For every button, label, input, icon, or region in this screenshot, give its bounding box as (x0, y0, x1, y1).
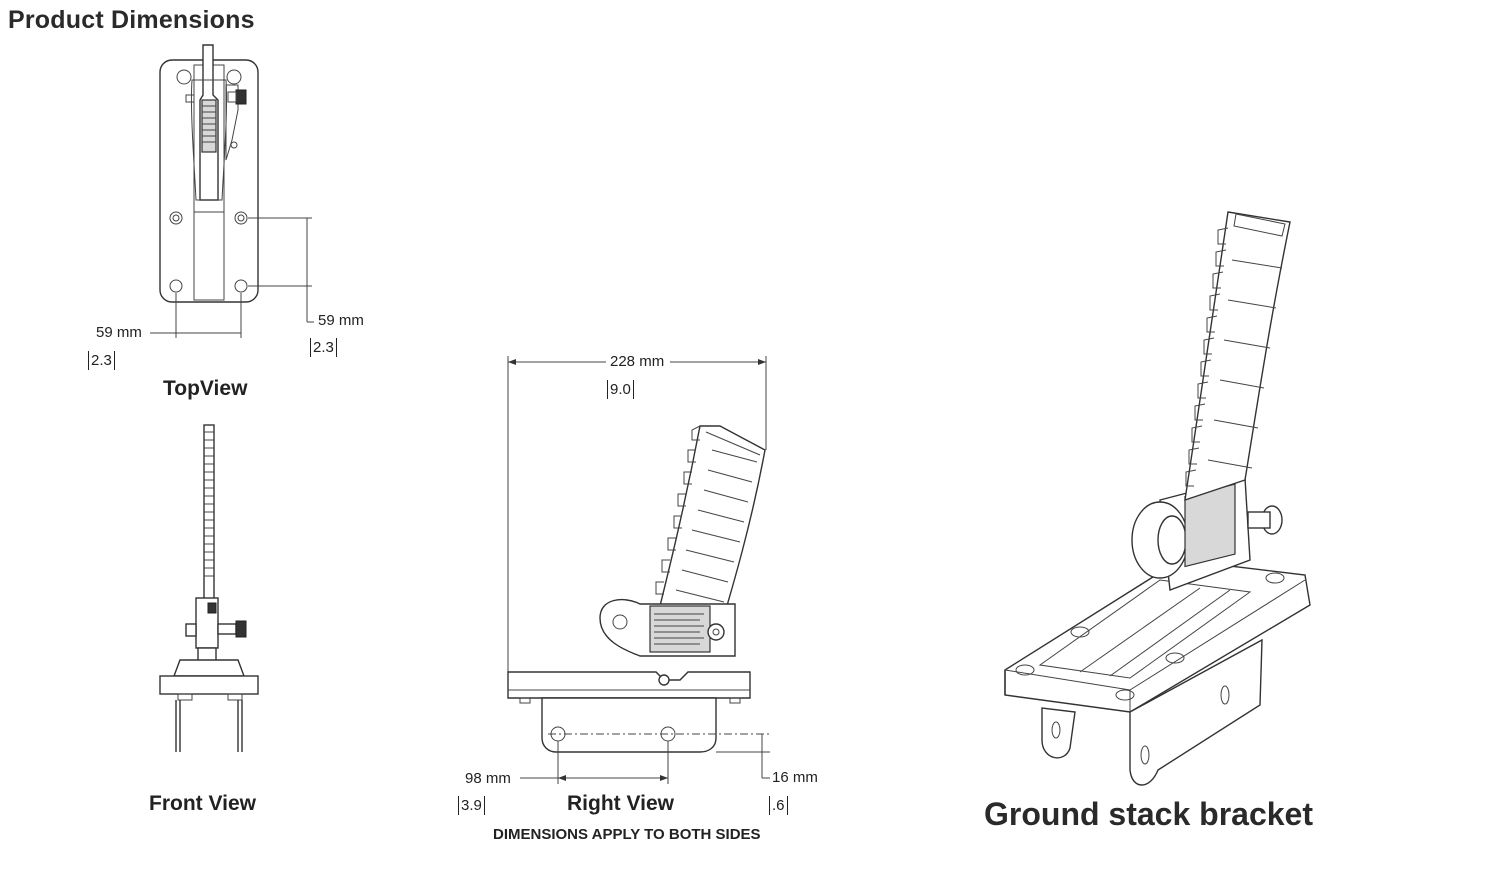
front-view-drawing (159, 424, 259, 752)
right-view-hole-offset-in: .6 (769, 796, 788, 815)
right-view-hole-offset-mm: 16 mm (772, 769, 818, 786)
right-view-overall-in: 9.0 (607, 380, 634, 399)
right-view-overall-mm: 228 mm (610, 353, 665, 370)
top-view-width-mm: 59 mm (96, 324, 142, 341)
top-view-height-mm: 59 mm (318, 312, 364, 329)
ground-stack-bracket-caption: Ground stack bracket (984, 796, 1313, 832)
right-view-hole-spacing-in: 3.9 (458, 796, 485, 815)
right-view-label: Right View (567, 792, 674, 815)
front-view-label: Front View (149, 792, 256, 815)
right-view-hole-spacing-mm: 98 mm (465, 770, 511, 787)
top-view-label: TopView (163, 377, 248, 400)
dimensions-note: DIMENSIONS APPLY TO BOTH SIDES (493, 826, 761, 843)
top-view-width-in: 2.3 (88, 351, 115, 370)
page-title: Product Dimensions (8, 6, 255, 34)
ground-stack-bracket-illustration (1004, 211, 1311, 786)
top-view-drawing (150, 44, 314, 338)
top-view-height-in: 2.3 (310, 338, 337, 357)
right-view-drawing (507, 356, 770, 784)
